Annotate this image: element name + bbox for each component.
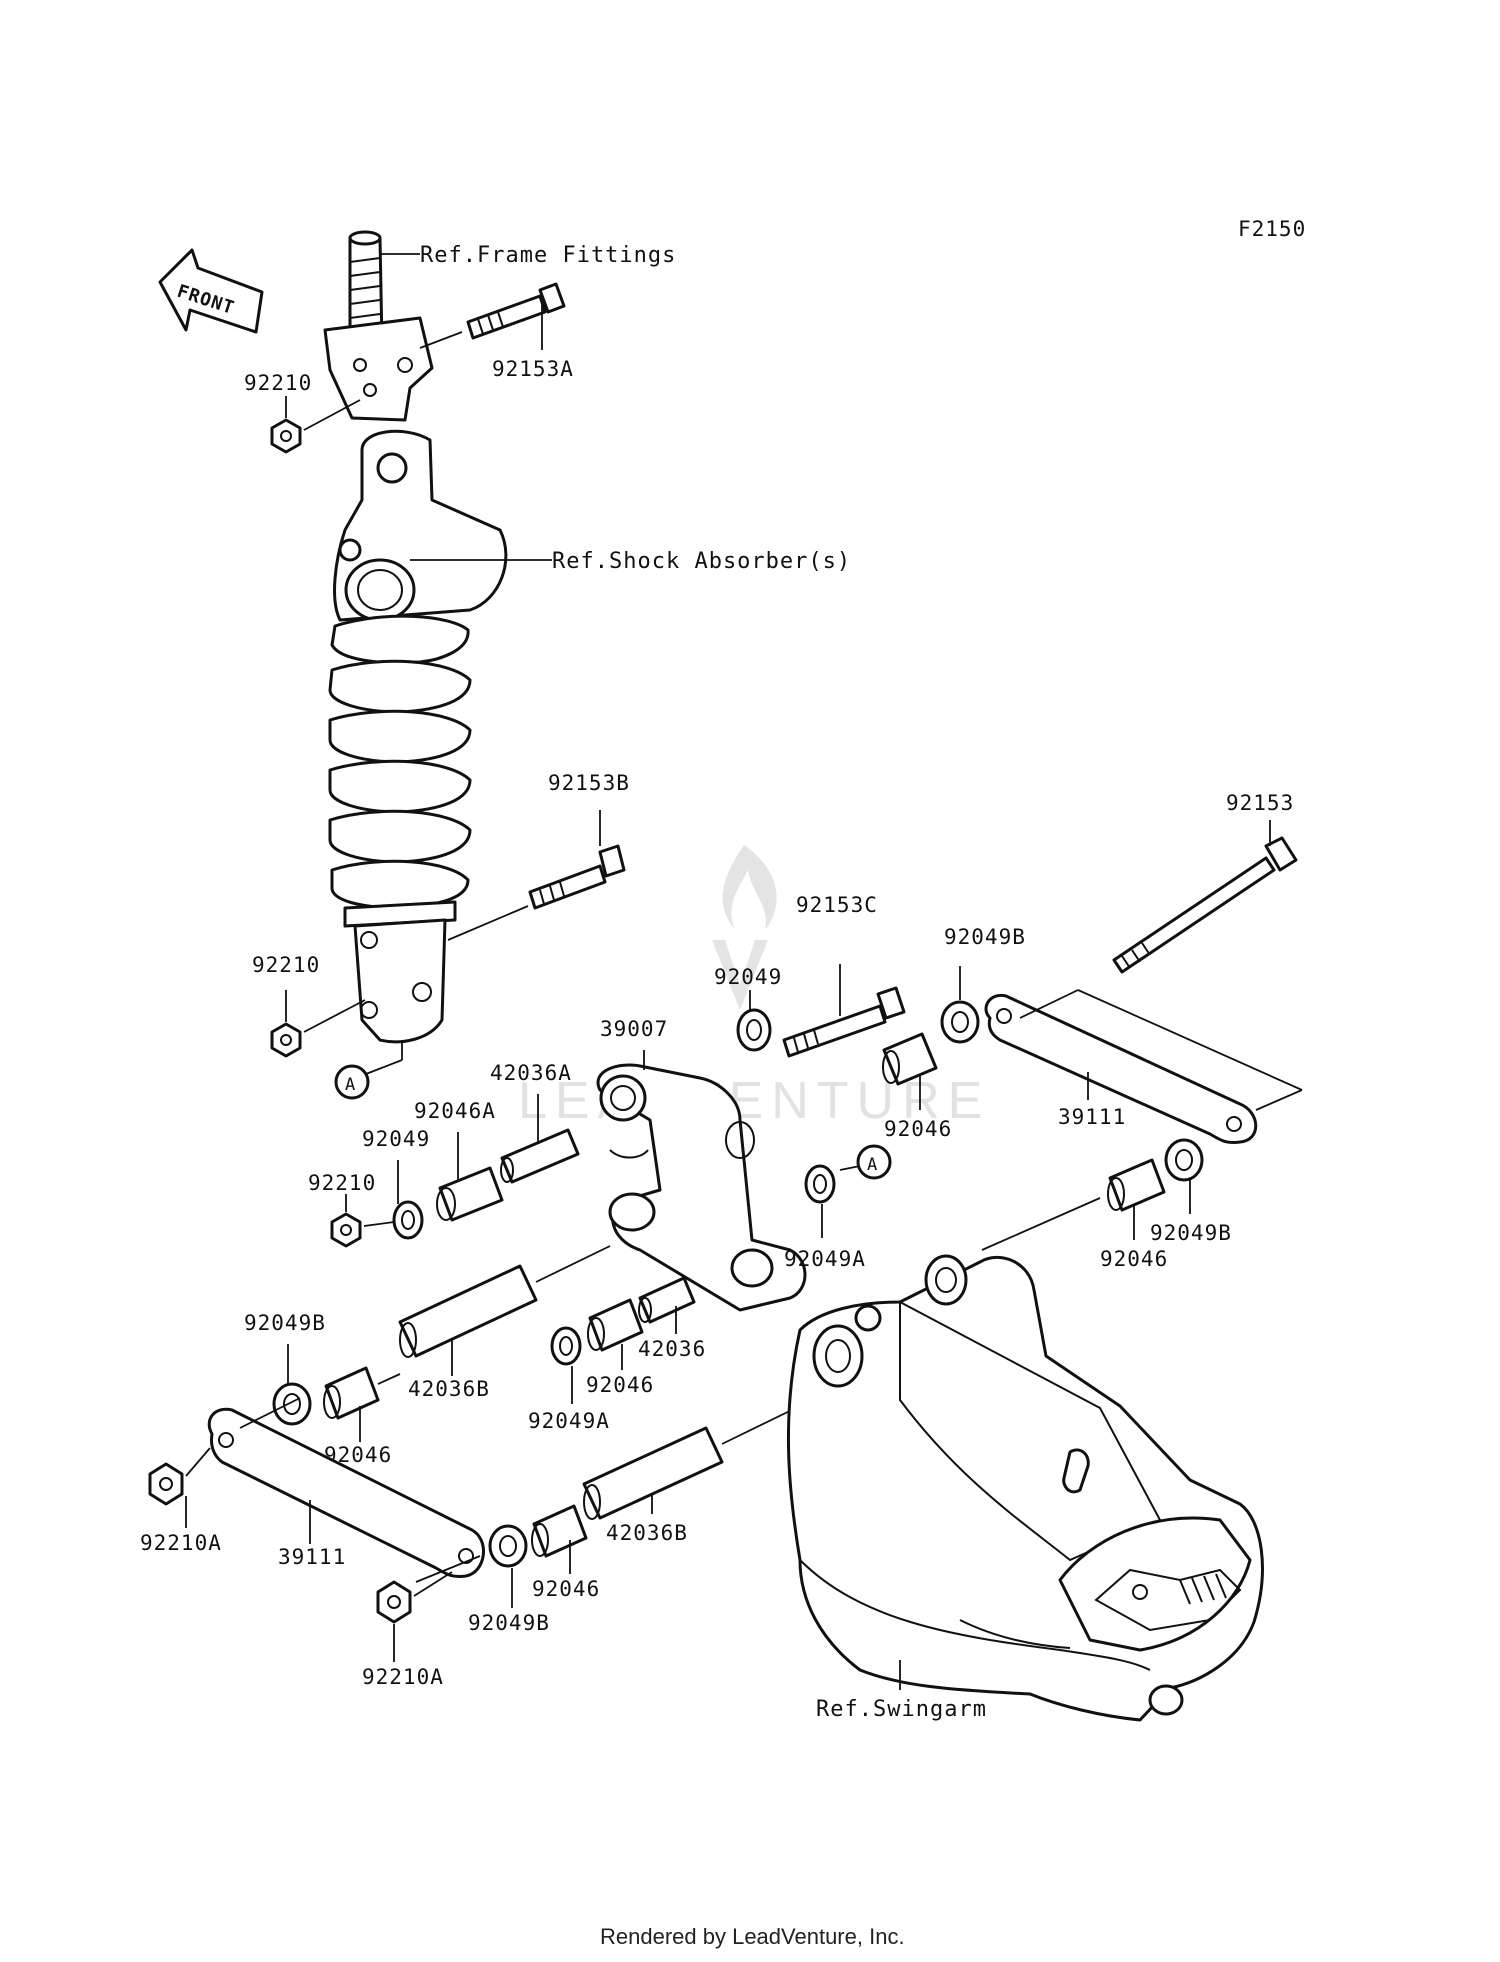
part-label-92049b-bottom: 92049B (468, 1611, 550, 1635)
part-label-42036b-lower: 42036B (606, 1521, 688, 1545)
bolt-92153b (528, 844, 626, 910)
rocker-arm-39007 (596, 1063, 807, 1312)
link-plate-39111-upper (984, 993, 1258, 1144)
part-label-92153c: 92153C (796, 893, 878, 917)
marker-a-right (856, 1144, 892, 1180)
washer-92049a-center (550, 1326, 582, 1366)
part-label-39111-upper: 39111 (1058, 1105, 1126, 1129)
bushing-92046-upper (882, 1032, 938, 1086)
nut-92210-lower (330, 1212, 362, 1248)
frame-fitting-bracket (323, 230, 434, 422)
part-label-92049b-right: 92049B (1150, 1221, 1232, 1245)
part-label-39111-lower: 39111 (278, 1545, 346, 1569)
washer-92049b-bottom (488, 1524, 528, 1568)
collar-42036b-lower (582, 1426, 724, 1520)
washer-92049-left (392, 1200, 424, 1240)
part-label-42036: 42036 (638, 1337, 706, 1361)
bolt-92153 (1112, 836, 1298, 974)
part-label-92210a-left: 92210A (140, 1531, 222, 1555)
marker-a-left-label: A (345, 1075, 356, 1095)
part-label-92049a-center: 92049A (528, 1409, 610, 1433)
part-label-92210-lower: 92210 (308, 1171, 376, 1195)
ref-frame-fittings: Ref.Frame Fittings (420, 243, 676, 268)
part-label-92046a: 92046A (414, 1099, 496, 1123)
swingarm (786, 1254, 1264, 1722)
bushing-92046-right (1108, 1158, 1166, 1212)
part-label-92049b-upper: 92049B (944, 925, 1026, 949)
bushing-92046-bottom (532, 1504, 588, 1558)
bolt-92153a (466, 282, 566, 340)
washer-92049-upper (736, 1008, 772, 1052)
part-label-92046-upper: 92046 (884, 1117, 952, 1141)
part-label-92046-right: 92046 (1100, 1247, 1168, 1271)
part-label-92046-center: 92046 (586, 1373, 654, 1397)
bolt-92153c (782, 986, 906, 1058)
ref-swingarm: Ref.Swingarm (816, 1697, 987, 1722)
marker-a-right-label: A (867, 1155, 878, 1175)
part-label-92046-bottom: 92046 (532, 1577, 600, 1601)
bushing-92046-left (324, 1366, 380, 1420)
shock-absorber (328, 429, 508, 1044)
part-label-42036a: 42036A (490, 1061, 572, 1085)
part-label-92153b: 92153B (548, 771, 630, 795)
part-label-92210-middle: 92210 (252, 953, 320, 977)
part-label-39007: 39007 (600, 1017, 668, 1041)
washer-92049b-right (1164, 1138, 1204, 1182)
footer-credit: Rendered by LeadVenture, Inc. (600, 1924, 905, 1949)
washer-92049a-right (804, 1164, 836, 1204)
part-label-42036b-upper: 42036B (408, 1377, 490, 1401)
bushing-92046-center (588, 1298, 644, 1352)
front-arrow-icon: FRONT (158, 248, 264, 334)
part-label-92049b-left: 92049B (244, 1311, 326, 1335)
part-label-92153: 92153 (1226, 791, 1294, 815)
washer-92049b-left (272, 1382, 312, 1426)
part-label-92049a-right: 92049A (784, 1247, 866, 1271)
nut-92210a-bottom (376, 1580, 412, 1624)
ref-shock-absorber: Ref.Shock Absorber(s) (552, 549, 851, 574)
bushing-92046a (438, 1166, 504, 1222)
nut-92210-middle (270, 1022, 302, 1058)
washer-92049b-upper (940, 1000, 980, 1044)
marker-a-left (334, 1064, 370, 1100)
nut-92210a-left (148, 1462, 184, 1506)
part-label-92210a-bottom: 92210A (362, 1665, 444, 1689)
part-label-92049-upper: 92049 (714, 965, 782, 989)
part-label-92153a: 92153A (492, 357, 574, 381)
collar-42036 (638, 1276, 696, 1324)
part-label-92210-top: 92210 (244, 371, 312, 395)
link-plate-39111-lower (207, 1407, 485, 1578)
collar-42036a (500, 1128, 580, 1184)
nut-92210-top (270, 418, 302, 454)
part-label-92049-left: 92049 (362, 1127, 430, 1151)
collar-42036b-upper (398, 1264, 538, 1358)
diagram-code: F2150 (1238, 217, 1306, 241)
